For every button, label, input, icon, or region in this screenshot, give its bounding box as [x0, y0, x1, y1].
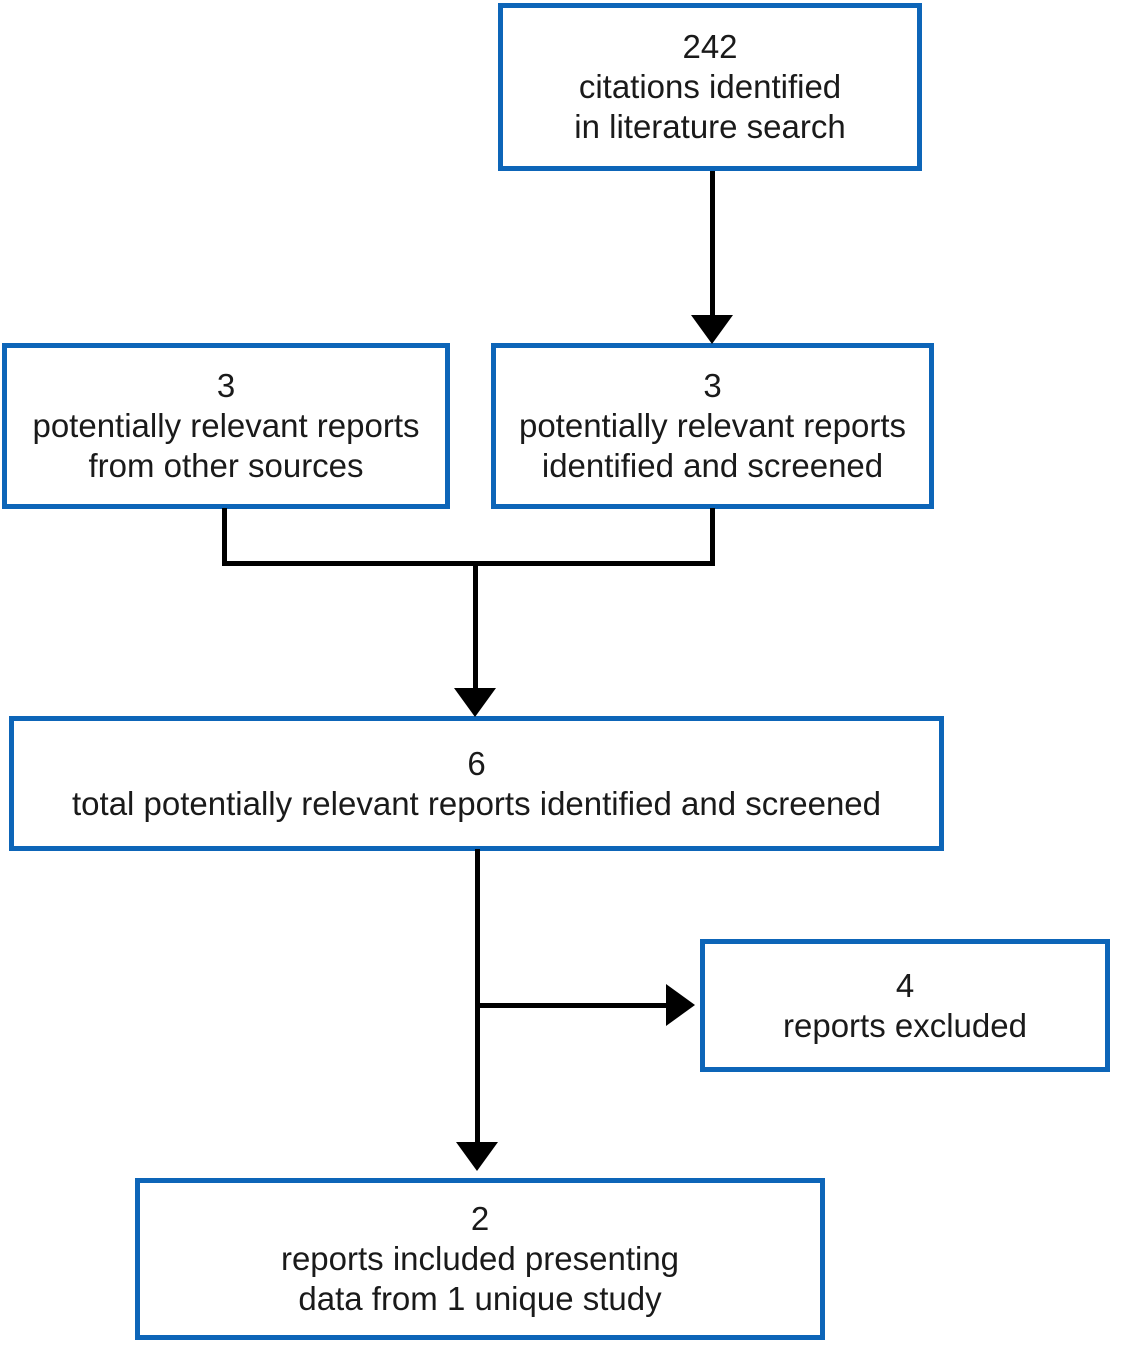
identified-screened-label-line1: potentially relevant reports	[518, 407, 907, 444]
arrowhead-right-icon	[666, 984, 695, 1026]
citations-label-line1: citations identified	[578, 68, 842, 105]
other-sources-label-line2: from other sources	[88, 447, 364, 484]
box-citations-identified: 242 citations identified in literature s…	[498, 3, 922, 171]
other-sources-label-line1: potentially relevant reports	[32, 407, 420, 444]
connector-total-to-included	[475, 849, 480, 1142]
total-screened-count: 6	[467, 744, 486, 782]
identified-screened-label-line2: identified and screened	[541, 447, 884, 484]
connector-merge-to-total	[473, 561, 478, 688]
box-total-screened: 6 total potentially relevant reports ide…	[9, 716, 944, 851]
citations-count: 242	[682, 28, 738, 65]
identified-screened-count: 3	[703, 367, 722, 404]
connector-total-to-excluded	[478, 1003, 668, 1008]
box-reports-excluded: 4 reports excluded	[700, 939, 1110, 1072]
excluded-label-line1: reports excluded	[783, 1006, 1027, 1044]
connector-other-sources-stub	[222, 508, 227, 566]
box-reports-included: 2 reports included presenting data from …	[135, 1178, 825, 1340]
box-identified-screened: 3 potentially relevant reports identifie…	[491, 343, 934, 509]
arrowhead-down-icon	[691, 315, 733, 344]
other-sources-count: 3	[216, 367, 236, 404]
arrowhead-down-icon	[456, 1142, 498, 1171]
included-label-line1: reports included presenting	[280, 1240, 680, 1277]
included-label-line2: data from 1 unique study	[298, 1280, 662, 1317]
arrowhead-down-icon	[454, 688, 496, 717]
box-other-sources: 3 potentially relevant reports from othe…	[2, 343, 450, 509]
total-screened-label-line1: total potentially relevant reports ident…	[72, 784, 881, 822]
connector-citations-to-screened	[710, 171, 715, 317]
connector-merge-bar	[222, 561, 715, 566]
included-count: 2	[470, 1200, 490, 1237]
connector-screened-stub	[710, 508, 715, 566]
citations-label-line2: in literature search	[574, 108, 846, 145]
excluded-count: 4	[895, 966, 915, 1004]
